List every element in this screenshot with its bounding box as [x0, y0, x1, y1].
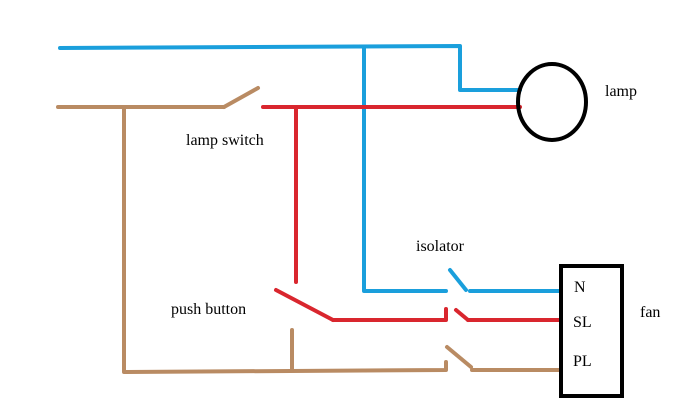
- push-button-to-isolator-wire: [331, 307, 448, 322]
- neutral-wires: [58, 44, 562, 293]
- terminal-sl-label: SL: [573, 314, 592, 331]
- push-button-label: push button: [171, 301, 246, 318]
- isolator-label: isolator: [416, 238, 465, 255]
- neutral-to-isolator-wire: [362, 46, 448, 293]
- push-button-contact: [274, 288, 335, 322]
- isolator-pl-contact: [445, 345, 473, 369]
- lamp-symbol: [516, 62, 588, 142]
- lamp-switch-label: lamp switch: [186, 132, 264, 149]
- lamp-label: lamp: [605, 83, 637, 100]
- terminal-n-label: N: [574, 279, 586, 296]
- permanent-live-wires: [56, 86, 562, 374]
- terminal-pl-label: PL: [573, 353, 592, 370]
- isolator-n-contact: [448, 268, 468, 292]
- live-loop-wire: [122, 105, 448, 374]
- switched-live-wires: [261, 105, 562, 322]
- lamp-switch-contact: [222, 86, 260, 109]
- neutral-main-wire: [58, 44, 522, 92]
- isolator-sl-contact: [454, 308, 470, 322]
- fan-box: [559, 264, 624, 398]
- fan-label: fan: [640, 304, 660, 321]
